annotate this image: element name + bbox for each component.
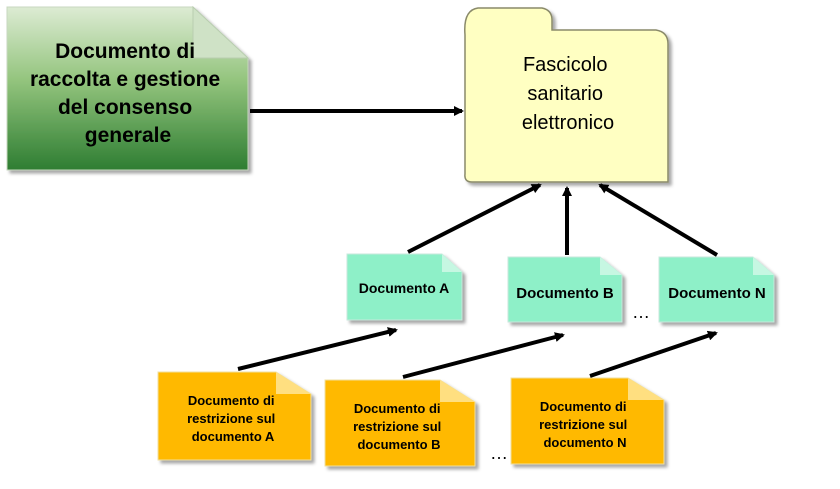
restriction-document-b [324, 379, 476, 467]
folder-title: Fascicolo sanitario elettronico [522, 54, 614, 134]
ellipsis-restrictions: … [490, 443, 508, 463]
arrow-restriction-n-to-doc-n [589, 330, 718, 378]
restriction-a-label: Documento di restrizione sul documento A [187, 393, 279, 444]
restriction-n-label: Documento di restrizione sul documento N [539, 399, 631, 450]
arrow-restriction-b-to-doc-b [402, 332, 565, 379]
document-b-label: Documento B [516, 285, 614, 302]
arrow-doc-a-to-folder [407, 183, 542, 254]
consent-document-title: Documento di raccolta e gestione del con… [30, 40, 226, 147]
consent-document [6, 5, 250, 171]
arrow-restriction-a-to-doc-a [237, 327, 398, 371]
document-a [346, 253, 463, 321]
restriction-document-n [510, 377, 665, 465]
restriction-document-a [157, 371, 312, 461]
document-b [507, 256, 623, 323]
arrow-doc-n-to-folder [598, 183, 719, 257]
restriction-b-label: Documento di restrizione sul documento B [353, 401, 445, 452]
document-n [658, 256, 775, 323]
ellipsis-documents: … [632, 302, 650, 322]
health-record-folder [464, 7, 669, 183]
document-a-label: Documento A [359, 280, 449, 296]
document-n-label: Documento N [668, 285, 766, 302]
